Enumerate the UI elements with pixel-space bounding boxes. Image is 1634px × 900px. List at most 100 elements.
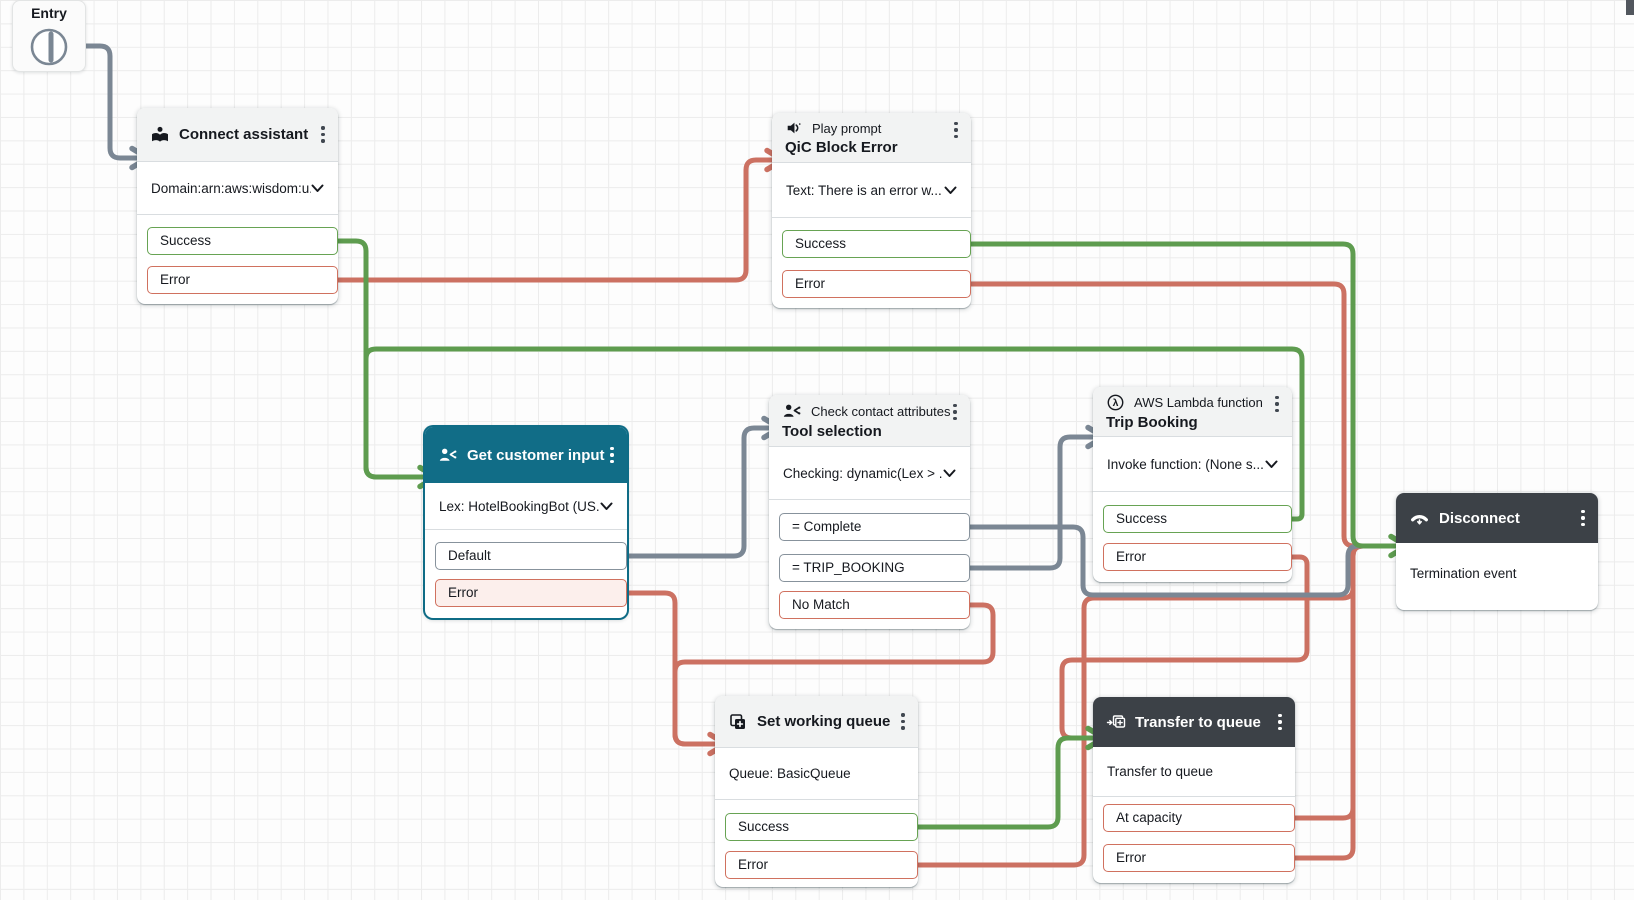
- block-type-label: Check contact attributes: [811, 403, 951, 419]
- block-header: Set working queue: [715, 696, 918, 748]
- block-title: Get customer input: [467, 446, 605, 464]
- kebab-menu-icon[interactable]: [946, 401, 964, 423]
- kebab-menu-icon[interactable]: [603, 444, 621, 466]
- chevron-down-icon[interactable]: [943, 469, 956, 478]
- block-title: Trip Booking: [1106, 413, 1198, 431]
- block-title: QiC Block Error: [785, 139, 898, 156]
- block-type-label: AWS Lambda function: [1134, 394, 1263, 410]
- chevron-down-icon[interactable]: [1265, 460, 1278, 469]
- phone-hangup-icon: [1409, 508, 1430, 529]
- port-trip-booking[interactable]: = TRIP_BOOKING: [779, 554, 970, 582]
- edge-get-customer-input-error-to-set-working-queue: [627, 590, 715, 747]
- block-header: Transfer to queue: [1093, 697, 1295, 747]
- edge-connect-assistant-error-to-play-prompt: [338, 157, 772, 283]
- block-title: Disconnect: [1439, 509, 1520, 527]
- kebab-menu-icon[interactable]: [1268, 393, 1286, 415]
- param-row[interactable]: Invoke function: (None s...: [1093, 437, 1292, 492]
- port-success[interactable]: Success: [725, 813, 918, 841]
- person-arrows-icon: [438, 445, 458, 465]
- kebab-menu-icon[interactable]: [1574, 507, 1592, 529]
- param-row[interactable]: Lex: HotelBookingBot (US...: [425, 483, 627, 530]
- chevron-down-icon[interactable]: [311, 184, 324, 193]
- edge-tool-selection-trip-booking-to-trip-booking: [970, 434, 1093, 571]
- edge-transfer-to-queue-at-capacity-to-disconnect: [1295, 543, 1396, 821]
- block-title: Tool selection: [782, 423, 882, 440]
- block-title: Connect assistant: [179, 126, 309, 143]
- param-text: Lex: HotelBookingBot (US...: [439, 498, 600, 514]
- param-text: Domain:arn:aws:wisdom:u...: [151, 180, 311, 196]
- port-no-match[interactable]: No Match: [779, 591, 970, 619]
- port-error[interactable]: Error: [1103, 844, 1295, 872]
- kebab-menu-icon[interactable]: [894, 711, 912, 733]
- edge-get-customer-input-default-to-tool-selection: [627, 425, 769, 559]
- param-row: Transfer to queue: [1093, 747, 1295, 797]
- port-label: Success: [795, 236, 847, 251]
- port-label: At capacity: [1116, 810, 1183, 825]
- chevron-down-icon[interactable]: [944, 186, 957, 195]
- param-text: Checking: dynamic(Lex > ...: [783, 465, 943, 481]
- param-row[interactable]: Text: There is an error w...: [772, 163, 971, 218]
- port-label: No Match: [792, 597, 850, 612]
- param-text: Invoke function: (None s...: [1107, 456, 1264, 472]
- port-success[interactable]: Success: [782, 230, 971, 258]
- param-row: Queue: BasicQueue: [715, 748, 918, 800]
- edge-connect-assistant-success-to-get-customer-input: [338, 238, 425, 480]
- person-arrows-icon: [782, 401, 802, 421]
- block-title: Transfer to queue: [1135, 713, 1261, 731]
- port-complete[interactable]: = Complete: [779, 513, 970, 541]
- port-label: Success: [1116, 511, 1168, 526]
- param-row[interactable]: Checking: dynamic(Lex > ...: [769, 447, 970, 500]
- transfer-queue-icon: [1106, 712, 1126, 732]
- entry-label: Entry: [31, 5, 67, 21]
- kebab-menu-icon[interactable]: [1271, 711, 1289, 733]
- port-error[interactable]: Error: [435, 579, 627, 607]
- port-label: Error: [448, 585, 478, 600]
- svg-text:λ: λ: [1113, 398, 1119, 409]
- entry-port-icon[interactable]: [13, 1, 85, 71]
- block-header: Disconnect: [1396, 493, 1598, 543]
- port-error[interactable]: Error: [147, 266, 338, 294]
- block-header: Get customer input: [425, 427, 627, 483]
- speaker-icon: [785, 119, 803, 137]
- port-error[interactable]: Error: [782, 270, 971, 298]
- port-error[interactable]: Error: [725, 851, 918, 879]
- kebab-menu-icon[interactable]: [314, 124, 332, 146]
- port-label: Success: [738, 819, 790, 834]
- param-text: Termination event: [1410, 565, 1517, 581]
- port-error[interactable]: Error: [1103, 543, 1292, 571]
- port-default[interactable]: Default: [435, 542, 627, 570]
- port-success[interactable]: Success: [147, 227, 338, 255]
- port-label: Error: [160, 272, 190, 287]
- port-label: Error: [1116, 850, 1146, 865]
- layered-plus-icon: [728, 712, 748, 732]
- port-success[interactable]: Success: [1103, 505, 1292, 533]
- book-person-icon: [150, 125, 170, 145]
- kebab-menu-icon[interactable]: [947, 119, 965, 141]
- port-label: Error: [1116, 549, 1146, 564]
- port-at-capacity[interactable]: At capacity: [1103, 804, 1295, 832]
- entry-block: Entry: [12, 0, 86, 72]
- port-label: Error: [795, 276, 825, 291]
- block-type-label: Play prompt: [812, 120, 882, 136]
- param-row[interactable]: Domain:arn:aws:wisdom:u...: [137, 162, 338, 215]
- block-title: Set working queue: [757, 713, 891, 730]
- edge-set-working-queue-success-to-transfer-to-queue: [918, 735, 1093, 830]
- port-label: Success: [160, 233, 212, 248]
- edge-transfer-to-queue-error-to-disconnect: [1295, 543, 1396, 861]
- param-text: Transfer to queue: [1107, 764, 1214, 779]
- port-label: Error: [738, 857, 768, 872]
- chevron-down-icon[interactable]: [600, 502, 613, 511]
- lambda-icon: λ: [1106, 393, 1125, 412]
- scrollbar-thumb[interactable]: [1626, 0, 1634, 15]
